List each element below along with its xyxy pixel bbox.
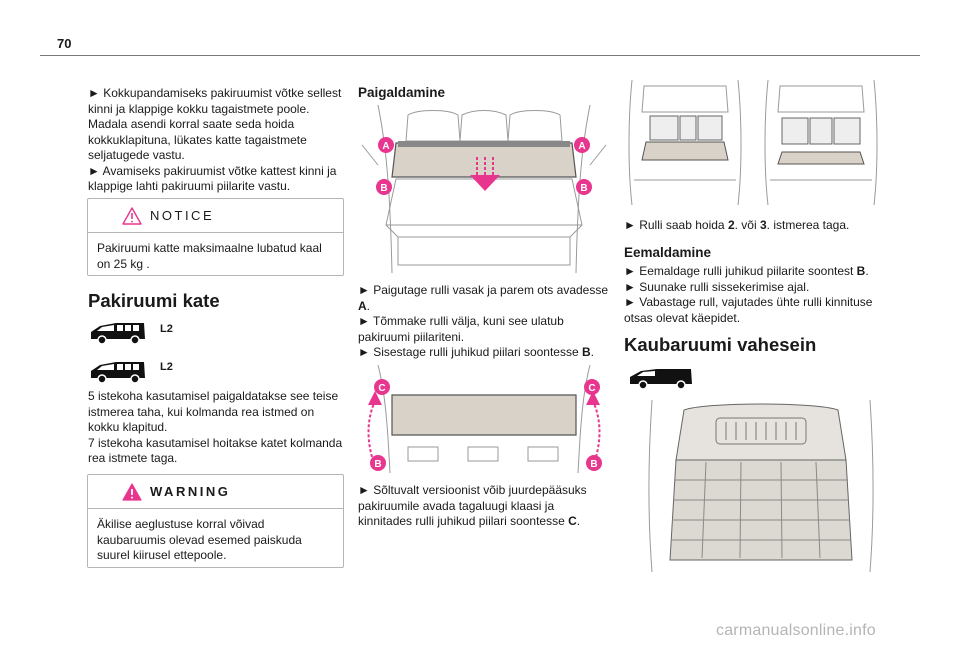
intro-paragraph: ► Avamiseks pakiruumist võtke kattest ki… bbox=[88, 163, 337, 194]
label-b: B bbox=[580, 183, 587, 194]
intro-paragraph: ► Kokkupandamiseks pakiruumist võtke sel… bbox=[88, 86, 342, 162]
removal-steps: ► Eemaldage rulli juhikud piilarite soon… bbox=[624, 264, 886, 326]
label-c: C bbox=[588, 383, 595, 394]
notice-title: NOTICE bbox=[150, 208, 215, 223]
section-title-cargo-partition: Kaubaruumi vahesein bbox=[624, 334, 817, 355]
warning-text: Äkilise aeglustuse korral võivad kaubaru… bbox=[97, 517, 302, 562]
step-item: ► Paigutage rulli vasak ja parem ots ava… bbox=[358, 283, 609, 313]
note-item: ► Sõltuvalt versioonist võib juurdepääsu… bbox=[358, 483, 587, 528]
page-number: 70 bbox=[57, 36, 72, 51]
label-b: B bbox=[374, 459, 381, 470]
step-item: ► Vabastage rull, vajutades ühte rulli k… bbox=[624, 295, 873, 325]
van-icon bbox=[630, 369, 692, 390]
warning-box: WARNING Äkilise aeglustuse korral võivad… bbox=[87, 474, 344, 568]
second-row-position-illustration bbox=[628, 80, 742, 205]
body-text: 5 istekoha kasutamisel paigaldatakse see… bbox=[88, 389, 348, 467]
step-item: ► Sisestage rulli juhikud piilari soonte… bbox=[358, 345, 595, 359]
body-paragraph: 5 istekoha kasutamisel paigaldatakse see… bbox=[88, 389, 339, 434]
step-item: ► Suunake rulli sissekerimise ajal. bbox=[624, 279, 810, 294]
version-badge: L2 bbox=[160, 323, 173, 335]
notice-text: Pakiruumi katte maksimaalne lubatud kaal… bbox=[97, 241, 322, 271]
third-row-position-illustration bbox=[764, 80, 878, 205]
cargo-partition-illustration bbox=[648, 400, 874, 572]
label-a: A bbox=[382, 141, 389, 152]
step-item: ► Eemaldage rulli juhikud piilarite soon… bbox=[624, 264, 869, 278]
van-l2-icon bbox=[91, 323, 145, 345]
roll-position-step: ► Rulli saab hoida 2. või 3. istmerea ta… bbox=[624, 218, 850, 232]
footer-watermark: carmanualsonline.info bbox=[716, 622, 876, 639]
heading-installation: Paigaldamine bbox=[358, 85, 446, 100]
label-b: B bbox=[590, 459, 597, 470]
cover-installation-illustration: A A B B bbox=[361, 105, 607, 274]
label-a: A bbox=[578, 141, 585, 152]
van-l2-icon bbox=[91, 362, 145, 384]
intro-text: ► Kokkupandamiseks pakiruumist võtke sel… bbox=[88, 86, 343, 195]
cover-glass-access-illustration: C C B B bbox=[367, 365, 602, 473]
glass-access-note: ► Sõltuvalt versioonist võib juurdepääsu… bbox=[358, 483, 610, 530]
heading-removal: Eemaldamine bbox=[624, 245, 712, 260]
warning-title: WARNING bbox=[150, 484, 231, 499]
installation-steps: ► Paigutage rulli vasak ja parem ots ava… bbox=[358, 283, 610, 361]
warning-triangle-icon bbox=[122, 482, 142, 501]
warning-header: WARNING bbox=[88, 475, 343, 509]
step-item: ► Tõmmake rulli välja, kuni see ulatub p… bbox=[358, 314, 564, 344]
section-title-luggage-cover: Pakiruumi kate bbox=[88, 290, 220, 311]
label-b: B bbox=[380, 183, 387, 194]
top-rule bbox=[40, 55, 920, 56]
notice-box: NOTICE Pakiruumi katte maksimaalne lubat… bbox=[87, 198, 344, 276]
version-badge: L2 bbox=[160, 361, 173, 373]
body-paragraph: 7 istekoha kasutamisel hoitakse katet ko… bbox=[88, 435, 343, 466]
label-c: C bbox=[378, 383, 385, 394]
notice-triangle-icon bbox=[122, 206, 142, 225]
notice-header: NOTICE bbox=[88, 199, 343, 233]
